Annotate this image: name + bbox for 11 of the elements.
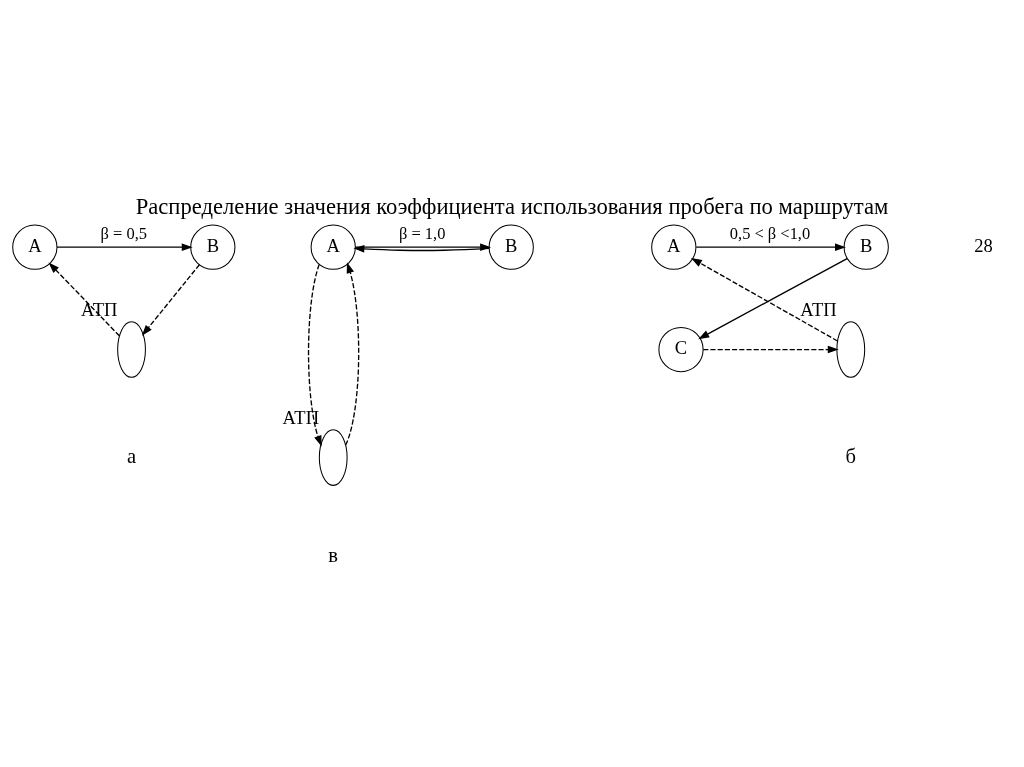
node-label: АТП xyxy=(80,299,118,320)
node-label: АТП xyxy=(800,299,837,320)
label: 28 xyxy=(974,234,993,256)
node-label: АТП xyxy=(282,407,320,429)
label: б xyxy=(845,444,857,467)
edge-label: β = 1,0 xyxy=(399,223,446,243)
diagram-title: Распределение значения коэффициента использования пробега по маршрутам xyxy=(135,194,889,220)
edge-label: β = 0,5 xyxy=(100,223,148,243)
label: в xyxy=(328,543,339,566)
label: а xyxy=(126,444,137,467)
edge-label: 0,5 < β <1,0 xyxy=(729,223,811,243)
